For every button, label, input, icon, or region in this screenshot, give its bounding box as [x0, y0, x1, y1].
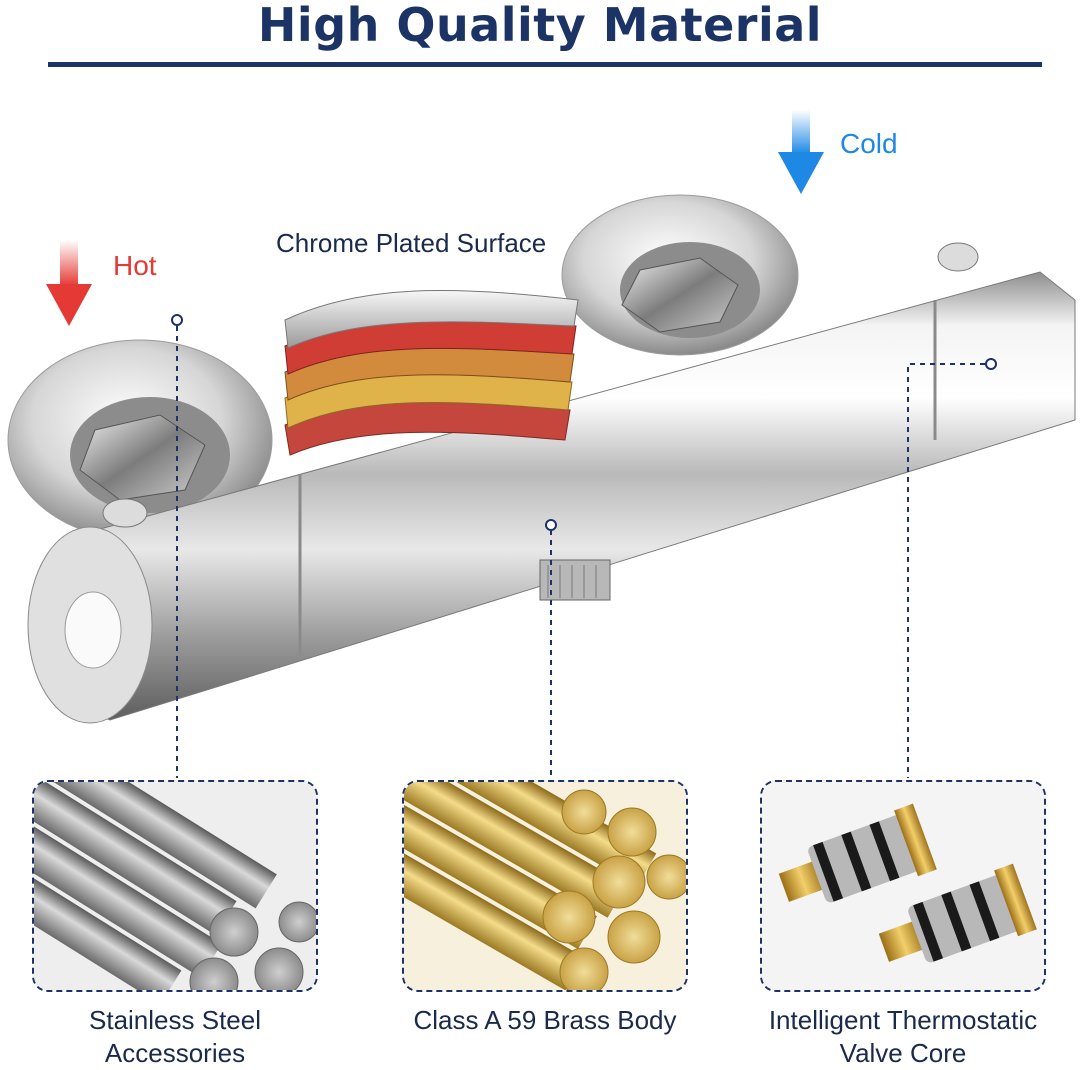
valve-core-caption: Intelligent Thermostatic Valve Core	[738, 1004, 1068, 1070]
temperature-handle-end	[27, 526, 153, 724]
caption-line-2: Accessories	[104, 1038, 246, 1068]
page-title: High Quality Material	[257, 0, 823, 52]
hot-wall-flange	[7, 339, 273, 541]
stainless-steel-panel	[32, 780, 318, 992]
brass-body-panel	[402, 780, 688, 992]
hot-inlet-arrow	[46, 240, 92, 326]
valve-core-panel	[760, 780, 1046, 992]
cold-label: Cold	[840, 128, 898, 159]
caption-line-1: Stainless Steel	[89, 1005, 261, 1035]
caption-line-1: Intelligent Thermostatic	[768, 1005, 1038, 1035]
valve-core-icon	[762, 782, 1044, 990]
brass-body-caption: Class A 59 Brass Body	[380, 1004, 710, 1037]
chrome-plated-label: Chrome Plated Surface	[276, 228, 547, 258]
stainless-steel-caption: Stainless Steel Accessories	[10, 1004, 340, 1070]
hot-label: Hot	[113, 250, 157, 281]
plating-layers	[284, 289, 579, 456]
steel-rods-icon	[34, 782, 316, 990]
title-divider	[48, 62, 1042, 67]
cold-inlet-arrow	[778, 110, 824, 194]
caption-line-1: Class A 59 Brass Body	[413, 1005, 677, 1035]
thermostatic-mixer-illustration	[7, 110, 1076, 778]
brass-rods-icon	[404, 782, 686, 990]
leader-lines	[176, 326, 985, 778]
caption-line-2: Valve Core	[839, 1038, 967, 1068]
cold-wall-flange	[561, 194, 799, 356]
